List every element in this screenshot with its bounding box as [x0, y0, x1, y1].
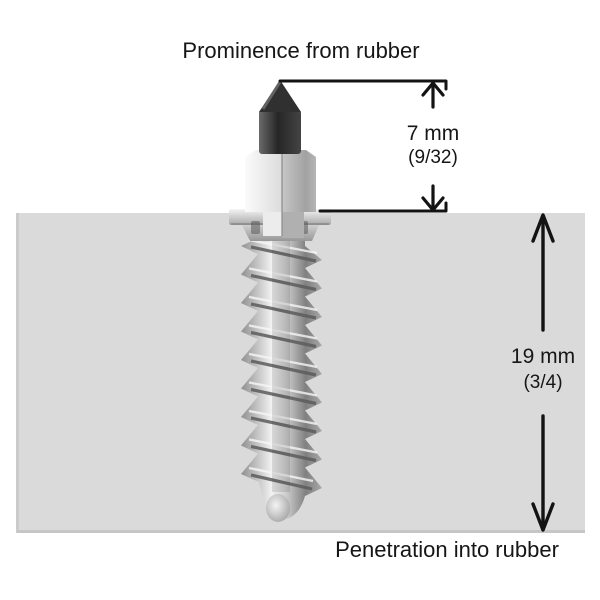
stud-hex-body — [245, 150, 316, 236]
flange-notch-left — [251, 221, 260, 234]
penetration-fraction: (3/4) — [523, 372, 563, 393]
thread-core-shade — [272, 240, 290, 492]
prominence-fraction: (9/32) — [408, 147, 458, 168]
prominence-up-arrow-icon — [421, 81, 445, 109]
stud-thread-body — [241, 238, 322, 522]
penetration-value: 19 mm — [510, 345, 576, 368]
shank-right — [282, 211, 304, 238]
thread-highlight-lines — [248, 238, 318, 483]
diagram-bottom-caption: Penetration into rubber — [335, 537, 559, 562]
penetration-down-arrow-icon — [531, 414, 555, 532]
prominence-top-line — [278, 79, 448, 91]
surface-line — [318, 201, 448, 213]
shank-left — [263, 211, 282, 236]
prominence-value: 7 mm — [406, 122, 460, 145]
stud-tip-dome — [266, 494, 290, 522]
prominence-down-arrow-icon — [421, 184, 445, 212]
penetration-up-arrow-icon — [531, 213, 555, 332]
thread-shadow-lines — [250, 245, 317, 491]
stud-flange — [229, 209, 331, 241]
diagram-title: Prominence from rubber — [182, 38, 420, 63]
stud-carbide-pin — [259, 80, 301, 154]
pin-cone-highlight — [261, 81, 282, 110]
